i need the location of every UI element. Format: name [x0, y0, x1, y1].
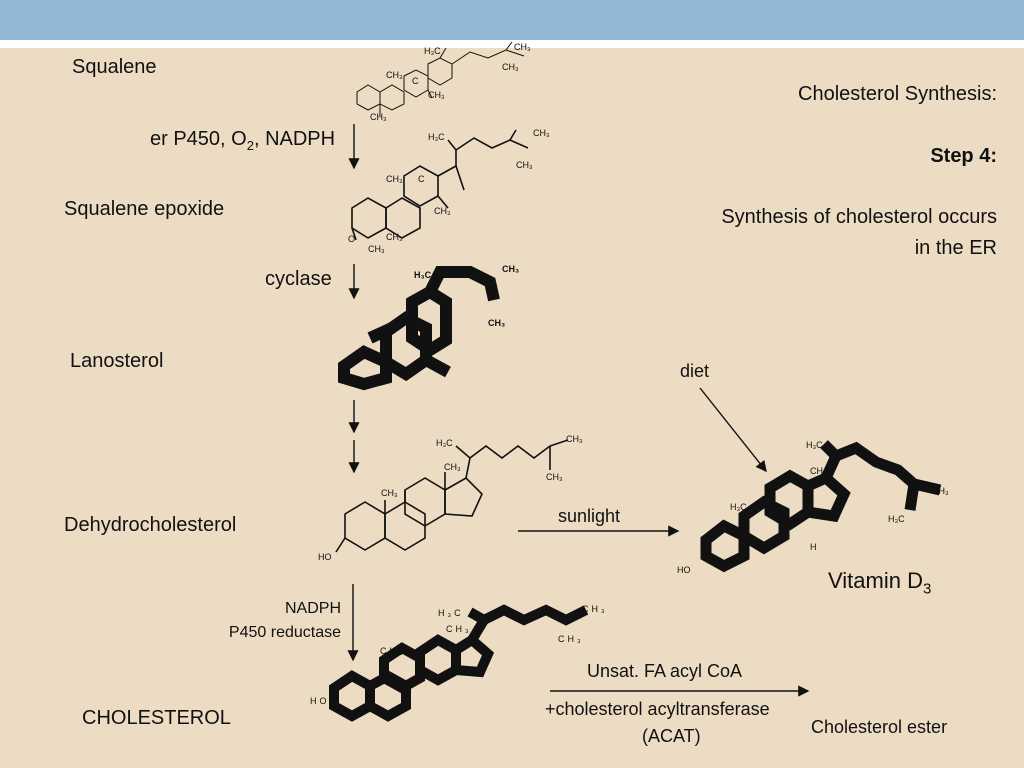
squalene-c-label: C	[412, 76, 419, 86]
acyl-coa-label: Unsat. FA acyl CoA	[587, 661, 743, 681]
description-line-1: Synthesis of cholesterol occurs	[721, 206, 997, 228]
cholesterol-ho-label: HO	[310, 696, 330, 706]
dehydrocholesterol-structure	[335, 439, 569, 553]
title-bar	[0, 0, 1024, 40]
epoxide-ch3-label-4: CH₃	[434, 206, 451, 216]
epoxide-o-label: O	[348, 234, 355, 244]
cholesterol-h3c-label: H₃C	[438, 608, 464, 618]
vitamin-d-prefix: Vitamin D	[828, 568, 923, 593]
vitamin-d3-h3c-label-3: H₃C	[730, 502, 747, 512]
acat-label-line-2: (ACAT)	[642, 726, 701, 746]
sunlight-label: sunlight	[558, 506, 621, 526]
reductase-label: P450 reductase	[228, 624, 341, 641]
squalene-ch3-label-1: CH₃	[514, 42, 531, 52]
squalene-epoxide-label: Squalene epoxide	[64, 198, 225, 220]
lanosterol-ch3-label-1: CH₃	[502, 264, 519, 274]
dehydrocholesterol-atom-labels: H₃C CH₃ CH₃ CH₃ CH₃ HO	[318, 434, 583, 562]
dehydrocholesterol-ch3-label-3: CH₃	[444, 462, 461, 472]
squalene-ch3-label-3: CH₃	[386, 70, 403, 80]
vitamin-d3-ch3-label-2: CH₃	[932, 486, 949, 496]
lanosterol-structure	[338, 266, 500, 391]
lanosterol-label: Lanosterol	[70, 350, 164, 372]
slide-title: Cholesterol Synthesis:	[798, 83, 997, 105]
squalene-structure	[356, 41, 525, 116]
reaction-arrows	[347, 124, 810, 697]
vitamin-d3-label: Vitamin D3	[828, 568, 931, 597]
cholesterol-ch3-label-3: CH₃	[446, 624, 472, 634]
arrow-diet	[699, 387, 767, 473]
epoxide-c-label: C	[418, 174, 425, 184]
lanosterol-atom-labels: H₃C CH₃ CH₃	[414, 264, 519, 328]
vitamin-d3-ch3-label-1: CH₃	[810, 466, 827, 476]
dehydrocholesterol-label: Dehydrocholesterol	[64, 514, 237, 536]
squalene-ch3-label-5: CH₃	[370, 112, 387, 122]
step1-enzyme-label: er P450, O2, NADPH	[150, 128, 335, 153]
cholesterol-atom-labels: H₃C CH₃ CH₃ CH₃ CH₃ HO	[310, 604, 608, 706]
cholesterol-ch3-label-2: CH₃	[558, 634, 584, 644]
lanosterol-ch3-label-2: CH₃	[488, 318, 505, 328]
step1-enzyme-prefix: er P450, O	[150, 128, 247, 150]
cholesterol-ester-label: Cholesterol ester	[811, 717, 948, 737]
squalene-ch3-label-2: CH₃	[502, 62, 519, 72]
dehydrocholesterol-ch3-label-2: CH₃	[546, 472, 563, 482]
lanosterol-h3c-label: H₃C	[414, 270, 432, 280]
squalene-ch3-label-4: CH₃	[428, 90, 445, 100]
dehydrocholesterol-ch3-label-4: CH₃	[381, 488, 398, 498]
cholesterol-ch3-label-1: CH₃	[582, 604, 608, 614]
diet-label: diet	[680, 361, 710, 381]
epoxide-atom-labels: H₃C CH₃ CH₃ CH₃ CH₃ CH₃ CH₃ O C	[348, 128, 550, 254]
epoxide-ch3-label-1: CH₃	[533, 128, 550, 138]
vitamin-d3-atom-labels: H₃C CH₃ CH₃ H₃C H₃C H HO	[677, 440, 949, 575]
epoxide-ch3-label-5: CH₃	[386, 232, 403, 242]
squalene-label: Squalene	[72, 56, 157, 78]
epoxide-ch3-label-3: CH₃	[386, 174, 403, 184]
step1-enzyme-suffix: , NADPH	[253, 128, 336, 150]
vitamin-d3-h-label: H	[810, 542, 817, 552]
title-bar-underline	[0, 40, 1024, 48]
squalene-atom-labels: H₃C CH₃ CH₃ CH₃ CH₃ CH₃ C	[370, 42, 531, 122]
cyclase-label: cyclase	[265, 268, 332, 290]
cholesterol-label: CHOLESTEROL	[82, 707, 231, 729]
step1-enzyme-subscript: 2	[246, 138, 254, 153]
squalene-h3c-label: H₃C	[424, 46, 441, 56]
epoxide-h3c-label: H₃C	[428, 132, 445, 142]
epoxide-ch3-label-6: CH₃	[368, 244, 385, 254]
dehydrocholesterol-ho-label: HO	[318, 552, 332, 562]
cholesterol-ch3-label-4: CH₃	[380, 646, 406, 656]
step-heading: Step 4:	[930, 145, 997, 167]
dehydrocholesterol-h3c-label: H₃C	[436, 438, 453, 448]
description-line-2: in the ER	[914, 237, 997, 259]
cholesterol-structure	[329, 604, 589, 722]
epoxide-ch3-label-2: CH₃	[516, 160, 533, 170]
vitamin-d-subscript: 3	[922, 580, 932, 598]
vitamin-d3-ho-label: HO	[677, 565, 691, 575]
acat-label-line-1: +cholesterol acyltransferase	[545, 699, 770, 719]
nadph-label: NADPH	[284, 600, 341, 617]
squalene-epoxide-structure	[351, 129, 529, 241]
dehydrocholesterol-ch3-label-1: CH₃	[566, 434, 583, 444]
vitamin-d3-structure	[700, 440, 942, 573]
vitamin-d3-h3c-label-1: H₃C	[806, 440, 823, 450]
vitamin-d3-h3c-label-2: H₃C	[888, 514, 905, 524]
